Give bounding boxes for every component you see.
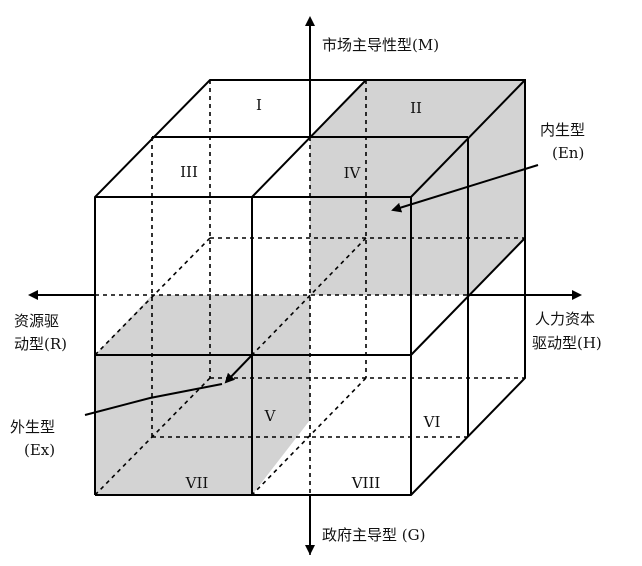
endogenous-code: (En)	[552, 144, 584, 162]
exogenous-shaded-region	[95, 295, 310, 495]
cell-label-8: VIII	[351, 474, 381, 492]
cell-label-4: IV	[344, 164, 362, 182]
cell-label-1: I	[256, 96, 262, 114]
exogenous-arrow-head	[224, 354, 253, 384]
cell-label-5: V	[264, 407, 277, 425]
exogenous-label: 外生型	[10, 418, 55, 436]
axis-label-human-capital-2: 驱动型(H)	[532, 334, 602, 352]
endogenous-arrow	[391, 164, 539, 213]
axis-label-human-capital-1: 人力资本	[535, 310, 595, 328]
axis-label-resource-2: 动型(R)	[14, 335, 67, 353]
endogenous-label: 内生型	[540, 121, 585, 139]
exogenous-arrow-line	[84, 383, 223, 416]
exogenous-code: (Ex)	[24, 441, 55, 459]
axis-label-market: 市场主导性型(M)	[322, 36, 439, 54]
cell-label-6: VI	[423, 413, 441, 431]
axis-label-resource-1: 资源驱	[14, 312, 59, 330]
cell-label-2: II	[410, 99, 422, 117]
hidden-edges	[94, 80, 525, 555]
cell-label-7: VII	[185, 474, 209, 492]
axis-label-government: 政府主导型 (G)	[322, 526, 425, 544]
cell-label-3: III	[180, 163, 198, 181]
